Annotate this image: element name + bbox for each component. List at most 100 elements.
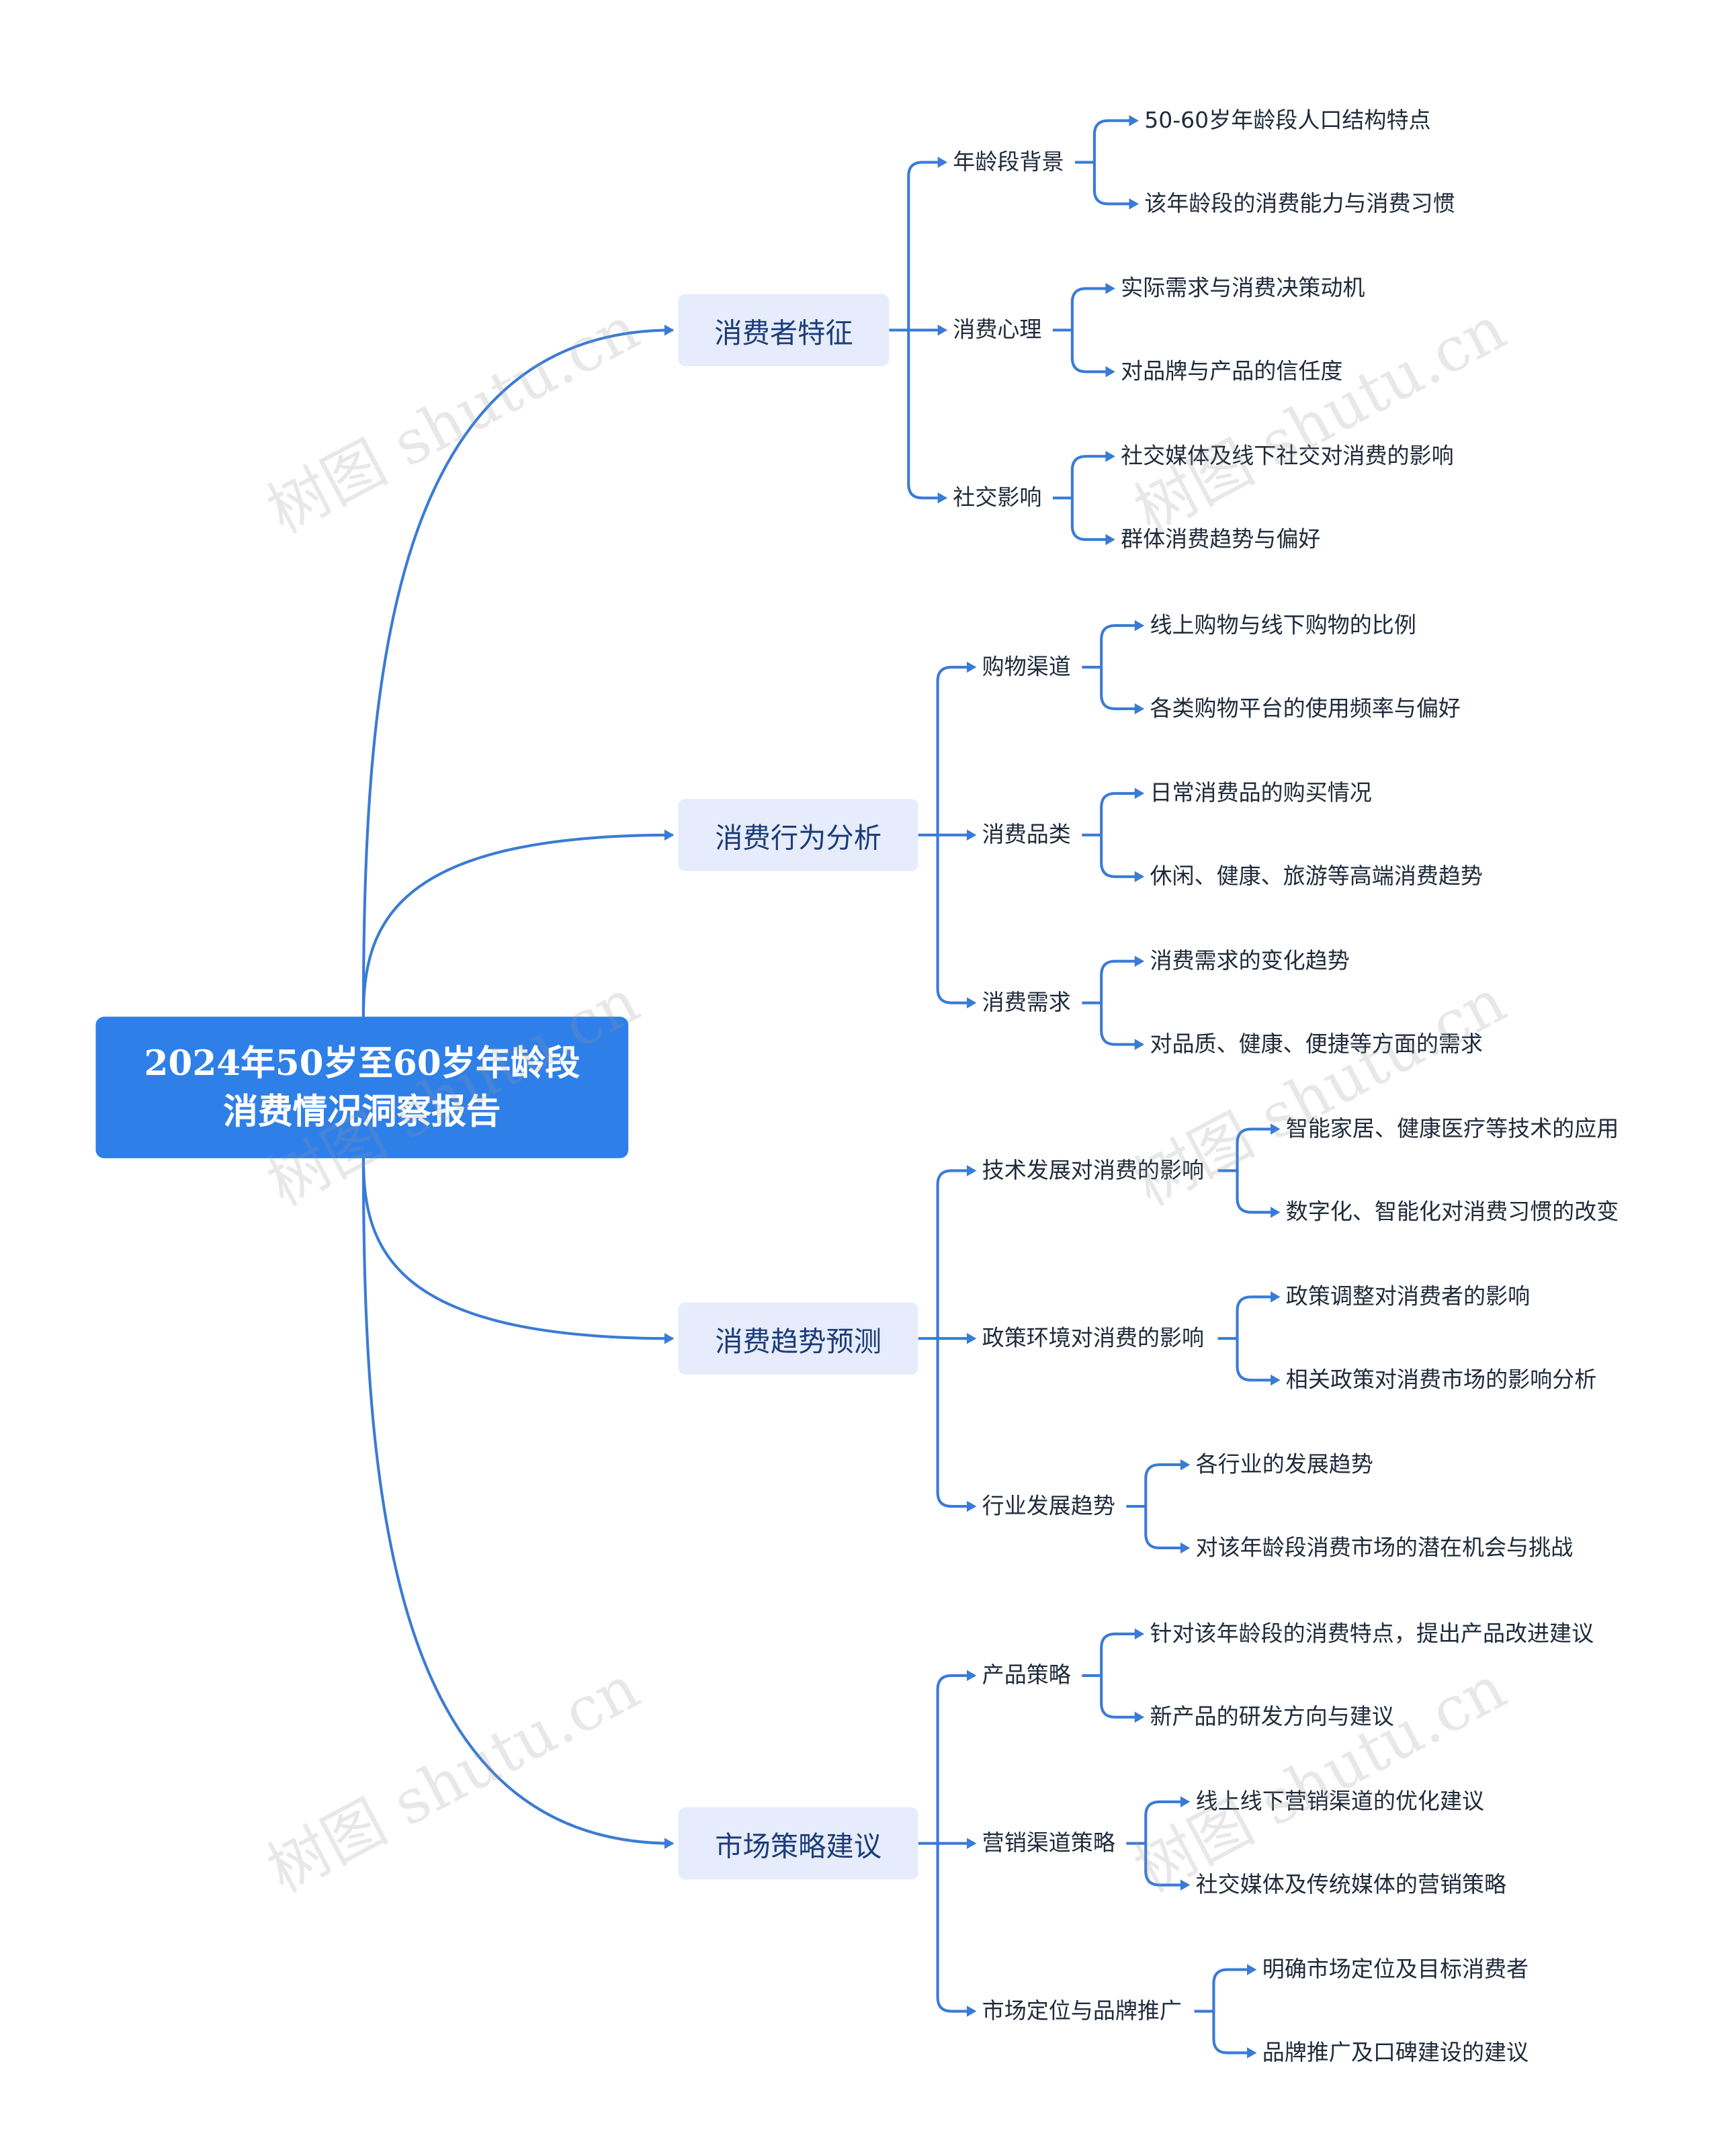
arrow-head bbox=[966, 829, 977, 841]
leaf-connector bbox=[1212, 2011, 1254, 2055]
leaf-topic[interactable]: 各行业的发展趋势 bbox=[1195, 1451, 1373, 1477]
leaf-topic[interactable]: 日常消费品的购买情况 bbox=[1150, 779, 1372, 806]
arrow-head bbox=[1246, 2047, 1257, 2059]
leaf-connector bbox=[1144, 1843, 1188, 1887]
subtopic[interactable]: 技术发展对消费的影响 bbox=[982, 1156, 1205, 1184]
subtopic[interactable]: 产品策略 bbox=[982, 1662, 1071, 1688]
branch-topic[interactable]: 市场策略建议 bbox=[678, 1807, 918, 1880]
leaf-connector bbox=[1212, 1968, 1254, 2012]
branch-connector bbox=[361, 329, 673, 1017]
arrow-head bbox=[966, 2006, 977, 2017]
leaf-connector bbox=[1236, 1338, 1278, 1382]
arrow-head bbox=[1105, 366, 1115, 378]
arrow-head bbox=[664, 325, 675, 336]
leaf-topic[interactable]: 社交媒体及线下社交对消费的影响 bbox=[1121, 442, 1454, 469]
arrow-head bbox=[1134, 1711, 1145, 1723]
arrow-head bbox=[1129, 115, 1139, 126]
arrow-head bbox=[1271, 1207, 1281, 1218]
arrow-head bbox=[1180, 1879, 1191, 1891]
leaf-topic[interactable]: 相关政策对消费市场的影响分析 bbox=[1285, 1366, 1597, 1393]
sub-connector bbox=[936, 1169, 974, 1339]
leaf-topic[interactable]: 明确市场定位及目标消费者 bbox=[1262, 1955, 1529, 1983]
arrow-head bbox=[1134, 787, 1145, 800]
leaf-connector bbox=[1144, 1506, 1188, 1550]
arrow-head bbox=[664, 1838, 675, 1849]
leaf-topic[interactable]: 群体消费趋势与偏好 bbox=[1121, 525, 1321, 552]
leaf-topic[interactable]: 实际需求与消费决策动机 bbox=[1121, 274, 1365, 301]
arrow-head bbox=[1271, 1374, 1281, 1386]
leaf-connector bbox=[1100, 1675, 1142, 1719]
arrow-head bbox=[966, 1500, 977, 1512]
leaf-connector bbox=[1100, 959, 1142, 1003]
leaf-topic[interactable]: 对该年龄段消费市场的潜在机会与挑战 bbox=[1195, 1534, 1574, 1561]
arrow-head bbox=[966, 1838, 977, 1849]
sub-connector bbox=[907, 161, 945, 331]
leaf-connector bbox=[1236, 1127, 1278, 1171]
sub-connector bbox=[936, 1338, 974, 1508]
arrow-head bbox=[1134, 1628, 1145, 1640]
leaf-topic[interactable]: 线上购物与线下购物的比例 bbox=[1150, 611, 1416, 638]
subtopic[interactable]: 购物渠道 bbox=[982, 653, 1071, 680]
leaf-topic[interactable]: 对品牌与产品的信任度 bbox=[1121, 357, 1343, 384]
leaf-topic[interactable]: 针对该年龄段的消费特点，提出产品改进建议 bbox=[1150, 1620, 1594, 1647]
branch-connector bbox=[361, 833, 673, 1017]
branch-connector bbox=[361, 1158, 673, 1845]
leaf-connector bbox=[1092, 119, 1136, 163]
arrow-head bbox=[1271, 1123, 1281, 1135]
leaf-topic[interactable]: 政策调整对消费者的影响 bbox=[1285, 1283, 1531, 1309]
arrow-head bbox=[1134, 955, 1145, 967]
arrow-head bbox=[1134, 619, 1145, 632]
leaf-connector bbox=[1100, 624, 1142, 668]
leaf-connector bbox=[1092, 162, 1136, 206]
subtopic[interactable]: 消费心理 bbox=[953, 316, 1042, 343]
leaf-topic[interactable]: 对品质、健康、便捷等方面的需求 bbox=[1150, 1030, 1483, 1058]
arrow-head bbox=[966, 1165, 977, 1176]
arrow-head bbox=[1180, 1542, 1191, 1554]
arrow-head bbox=[1134, 1039, 1145, 1050]
subtopic[interactable]: 市场定位与品牌推广 bbox=[982, 1997, 1182, 2024]
subtopic[interactable]: 营销渠道策略 bbox=[982, 1829, 1115, 1856]
leaf-topic[interactable]: 数字化、智能化对消费习惯的改变 bbox=[1285, 1198, 1619, 1225]
arrow-head bbox=[1180, 1459, 1191, 1471]
leaf-topic[interactable]: 智能家居、健康医疗等技术的应用 bbox=[1285, 1115, 1619, 1142]
branch-connector bbox=[361, 1158, 673, 1340]
leaf-topic[interactable]: 品牌推广及口碑建设的建议 bbox=[1262, 2038, 1529, 2066]
leaf-topic[interactable]: 线上线下营销渠道的优化建议 bbox=[1195, 1788, 1485, 1815]
arrow-head bbox=[966, 661, 977, 673]
arrow-head bbox=[1134, 703, 1145, 715]
arrow-head bbox=[1105, 533, 1115, 546]
leaf-connector bbox=[1144, 1463, 1188, 1507]
subtopic[interactable]: 年龄段背景 bbox=[953, 148, 1064, 175]
leaf-connector bbox=[1070, 330, 1113, 374]
subtopic[interactable]: 行业发展趋势 bbox=[982, 1492, 1115, 1519]
arrow-head bbox=[1246, 1964, 1257, 1975]
leaf-connector bbox=[1236, 1295, 1278, 1339]
subtopic[interactable]: 消费品类 bbox=[982, 821, 1071, 848]
subtopic[interactable]: 社交影响 bbox=[953, 484, 1042, 511]
leaf-connector bbox=[1100, 667, 1142, 711]
leaf-topic[interactable]: 消费需求的变化趋势 bbox=[1150, 947, 1350, 974]
arrow-head bbox=[1105, 283, 1115, 294]
leaf-topic[interactable]: 社交媒体及传统媒体的营销策略 bbox=[1195, 1871, 1507, 1898]
root-topic[interactable]: 2024年50岁至60岁年龄段 消费情况洞察报告 bbox=[95, 1017, 629, 1158]
branch-topic[interactable]: 消费趋势预测 bbox=[678, 1302, 918, 1375]
subtopic[interactable]: 消费需求 bbox=[982, 988, 1071, 1016]
branch-topic[interactable]: 消费行为分析 bbox=[678, 799, 918, 871]
leaf-topic[interactable]: 各类购物平台的使用频率与偏好 bbox=[1150, 695, 1461, 722]
leaf-topic[interactable]: 休闲、健康、旅游等高端消费趋势 bbox=[1150, 863, 1483, 890]
arrow-head bbox=[1129, 198, 1139, 210]
subtopic[interactable]: 政策环境对消费的影响 bbox=[982, 1324, 1205, 1351]
leaf-topic[interactable]: 50-60岁年龄段人口结构特点 bbox=[1144, 106, 1431, 134]
arrow-head bbox=[966, 997, 977, 1008]
leaf-connector bbox=[1100, 1002, 1142, 1046]
branch-topic[interactable]: 消费者特征 bbox=[678, 294, 890, 367]
sub-connector bbox=[936, 834, 974, 1004]
sub-connector bbox=[936, 1674, 974, 1844]
arrow-head bbox=[1271, 1291, 1281, 1303]
arrow-head bbox=[966, 1332, 977, 1344]
leaf-topic[interactable]: 新产品的研发方向与建议 bbox=[1150, 1703, 1394, 1730]
leaf-connector bbox=[1100, 1632, 1142, 1676]
leaf-topic[interactable]: 该年龄段的消费能力与消费习惯 bbox=[1144, 189, 1455, 217]
